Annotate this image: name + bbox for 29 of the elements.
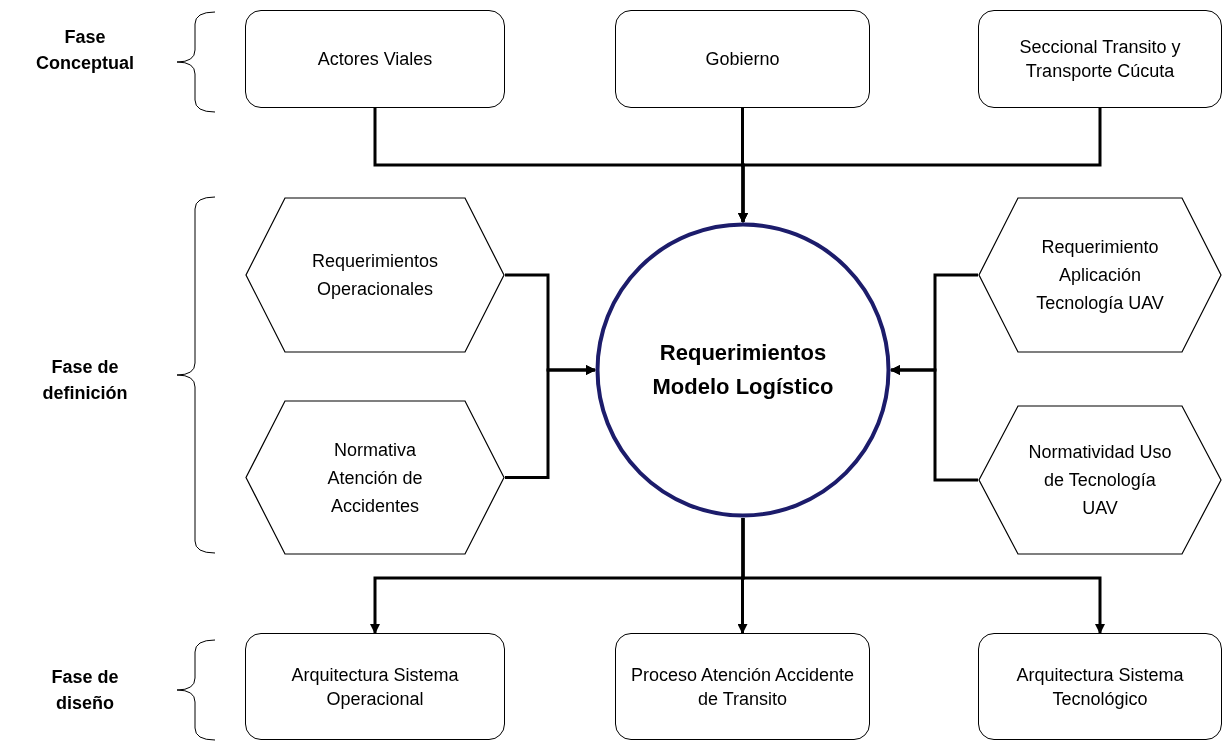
node-text: Normatividad Uso de Tecnología UAV (1027, 441, 1173, 520)
process-box (978, 633, 1222, 740)
process-box (615, 633, 870, 740)
node-text: Proceso Atención Accidente de Transito (629, 663, 856, 711)
phase-label: Fase de diseño (50, 666, 120, 715)
hexagon-shape (978, 405, 1222, 555)
node-text: Actores Viales (316, 48, 434, 71)
process-box (245, 633, 505, 740)
phase-label: Fase de definición (41, 356, 129, 405)
node-text: Arquitectura Sistema Tecnológico (1015, 663, 1185, 711)
node-text: Requerimientos Operacionales (310, 250, 440, 301)
central-circle (595, 222, 891, 518)
hexagon-shape (245, 400, 505, 555)
connector-arrow (505, 365, 596, 479)
node-text: Seccional Transito y Transporte Cúcuta (1018, 36, 1182, 83)
connector-arrow (741, 518, 1105, 634)
node-text: Normativa Atención de Accidentes (326, 438, 424, 518)
hexagon-shape (245, 197, 505, 353)
phase-label: Fase Conceptual (35, 26, 135, 75)
connector-arrow (738, 108, 1102, 223)
process-box (978, 10, 1222, 108)
node-text: Requerimiento Aplicación Tecnología UAV (1035, 236, 1165, 315)
connector-arrow (890, 365, 978, 482)
node-text: Arquitectura Sistema Operacional (290, 663, 460, 711)
process-box (245, 10, 505, 108)
process-box (615, 10, 870, 108)
node-text: Requerimientos Modelo Logístico (651, 339, 835, 401)
hexagon-shape (978, 197, 1222, 353)
node-text: Gobierno (704, 48, 781, 71)
